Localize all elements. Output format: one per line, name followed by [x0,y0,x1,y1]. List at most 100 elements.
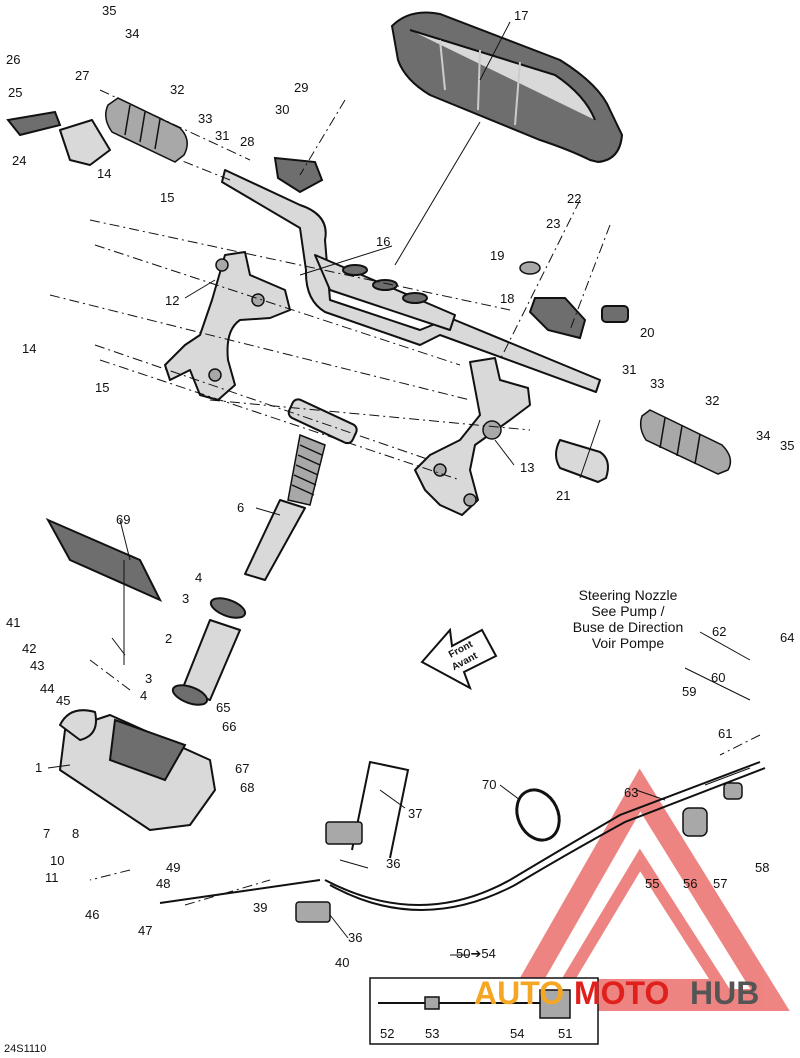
callout-40: 40 [335,955,349,970]
callout-25: 25 [8,85,22,100]
callout-60: 60 [711,670,725,685]
part-20-button [601,305,629,323]
watermark-hub: HUB [690,975,759,1011]
callout-2: 2 [165,631,172,646]
callout-28: 28 [240,134,254,149]
callout-53: 53 [425,1026,439,1041]
callout-54: 54 [510,1026,524,1041]
callout-32-right: 32 [705,393,719,408]
part-69-pad [45,517,163,603]
leader-lines [47,21,751,956]
callout-46: 46 [85,907,99,922]
callout-51: 51 [558,1026,572,1041]
callout-52: 52 [380,1026,394,1041]
callout-22: 22 [567,191,581,206]
part-58-bushing [723,782,743,800]
callout-70: 70 [482,777,496,792]
figure-code: 24S1110 [4,1043,46,1055]
part-1-plate [59,709,216,831]
part-6-steering-column [244,398,358,581]
callout-35-left: 35 [102,3,116,18]
callout-55: 55 [645,876,659,891]
callout-34-left: 34 [125,26,139,41]
part-2-tube [181,619,241,701]
part-25-throttle-lever [6,110,62,137]
part-19-cap [519,261,541,275]
callout-36-lower: 36 [348,930,362,945]
callouts: 1 2 3 3 4 4 6 7 8 10 11 12 13 14 14 15 1… [6,3,794,1041]
callout-14-lower: 14 [22,341,36,356]
callout-68: 68 [240,780,254,795]
part-16-handlebar [221,169,601,393]
callout-59: 59 [682,684,696,699]
callout-14-upper: 14 [97,166,111,181]
callout-43: 43 [30,658,44,673]
callout-66: 66 [222,719,236,734]
callout-1: 1 [35,760,42,775]
callout-19: 19 [490,248,504,263]
callout-3-upper: 3 [182,591,189,606]
callout-20: 20 [640,325,654,340]
callout-35-right: 35 [780,438,794,453]
callout-3-lower: 3 [145,671,152,686]
part-12-support-bracket [164,251,291,401]
note-line-3: Buse de Direction [573,619,684,635]
watermark-moto: MOTO [574,975,669,1011]
watermark-auto: AUTO [474,975,564,1011]
callout-62: 62 [712,624,726,639]
callout-15-upper: 15 [160,190,174,205]
part-37-u-bolt [351,760,410,859]
part-24-throttle-housing [59,119,111,166]
callout-69: 69 [116,512,130,527]
part-70-ring [515,788,561,842]
part-28-switch-housing [273,156,324,194]
callout-63: 63 [624,785,638,800]
steering-nozzle-note: Steering Nozzle See Pump / Buse de Direc… [573,587,684,651]
callout-50-54: 50➔54 [456,946,496,961]
callout-10: 10 [50,853,64,868]
callout-49: 49 [166,860,180,875]
callout-58: 58 [755,860,769,875]
callout-32-left: 32 [170,82,184,97]
callout-67: 67 [235,761,249,776]
part-63-steering-cable [159,761,766,911]
front-direction-arrow: Front Avant [420,627,498,691]
callout-11: 11 [45,870,59,885]
assembly-lines [49,89,761,906]
callout-61: 61 [718,726,732,741]
part-36-clamp-lower [295,901,331,923]
callout-56: 56 [683,876,697,891]
callout-29: 29 [294,80,308,95]
callout-44: 44 [40,681,54,696]
part-36-clamp-upper [325,821,363,845]
callout-16: 16 [376,234,390,249]
callout-31-right: 31 [622,362,636,377]
part-3-bearing-lower [171,684,209,706]
callout-23: 23 [546,216,560,231]
callout-47: 47 [138,923,152,938]
callout-42: 42 [22,641,36,656]
callout-34-right: 34 [756,428,770,443]
note-line-1: Steering Nozzle [579,587,678,603]
callout-12: 12 [165,293,179,308]
callout-39: 39 [253,900,267,915]
callout-7: 7 [43,826,50,841]
part-13-support-bracket [414,357,531,516]
callout-37: 37 [408,806,422,821]
callout-45: 45 [56,693,70,708]
watermark-logo [501,768,790,1011]
callout-21: 21 [556,488,570,503]
part-57-bushing [682,807,708,837]
note-line-2: See Pump / [591,603,664,619]
callout-41: 41 [6,615,20,630]
part-21-cover [555,439,609,483]
part-32-left-grip [105,97,188,163]
callout-30: 30 [275,102,289,117]
callout-64: 64 [780,630,794,645]
callout-33-right: 33 [650,376,664,391]
callout-15-lower: 15 [95,380,109,395]
callout-4-upper: 4 [195,570,202,585]
callout-17: 17 [514,8,528,23]
callout-6: 6 [237,500,244,515]
